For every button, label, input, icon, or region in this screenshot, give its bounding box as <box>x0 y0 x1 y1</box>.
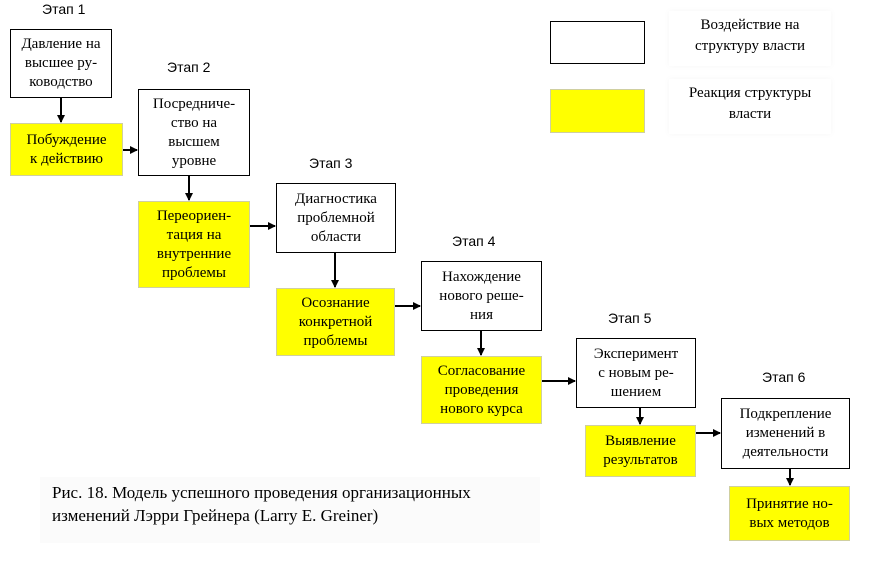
stage-3-action-box: Диагностика проблемной области <box>276 183 396 253</box>
stage-4-label: Этап 4 <box>452 233 496 249</box>
stage-4-action-text: Нахождение нового реше- ния <box>439 268 524 323</box>
stage-3-reaction-text: Осознание конкретной проблемы <box>298 294 373 349</box>
stage-6-action-text: Подкрепление изменений в деятельности <box>739 406 832 460</box>
stage-5-reaction-text: Выявление результатов <box>603 433 678 468</box>
stage-6-action-box: Подкрепление изменений в деятельности <box>721 398 850 469</box>
stage-1-reaction-box: Побуждение к действию <box>10 123 123 176</box>
stage-3-action-text: Диагностика проблемной области <box>295 190 377 245</box>
stage-5-label: Этап 5 <box>608 310 652 326</box>
stage-1-action-text: Давление на высшее ру- ководство <box>21 36 101 90</box>
stage-1-reaction-text: Побуждение к действию <box>26 131 107 167</box>
stage-5-action-text: Эксперимент с новым ре- шением <box>593 345 679 400</box>
stage-6-reaction-box: Принятие но- вых методов <box>729 486 850 541</box>
legend-reaction-label: Реакция структуры власти <box>669 79 831 134</box>
stage-3-reaction-box: Осознание конкретной проблемы <box>276 288 395 356</box>
stage-2-action-box: Посредниче- ство на высшем уровне <box>138 89 250 176</box>
stage-5-action-box: Эксперимент с новым ре- шением <box>576 338 696 408</box>
legend-action-label: Воздействие на структуру власти <box>669 11 831 66</box>
figure-caption: Рис. 18. Модель успешного проведения орг… <box>40 477 540 543</box>
stage-1-action-box: Давление на высшее ру- ководство <box>10 29 112 98</box>
stage-5-reaction-box: Выявление результатов <box>585 425 696 477</box>
stage-4-reaction-box: Согласование проведения нового курса <box>421 356 542 424</box>
stage-2-reaction-box: Переориен- тация на внутренние проблемы <box>138 201 250 288</box>
stage-2-label: Этап 2 <box>167 59 211 75</box>
stage-2-reaction-text: Переориен- тация на внутренние проблемы <box>156 207 232 281</box>
stage-4-action-box: Нахождение нового реше- ния <box>421 261 542 331</box>
legend-action-swatch <box>550 21 645 64</box>
stage-1-label: Этап 1 <box>42 1 86 17</box>
stage-6-reaction-text: Принятие но- вых методов <box>746 495 833 531</box>
stage-2-action-text: Посредниче- ство на высшем уровне <box>152 95 236 169</box>
stage-6-label: Этап 6 <box>762 369 806 385</box>
stage-4-reaction-text: Согласование проведения нового курса <box>437 362 526 417</box>
legend-reaction-swatch <box>550 89 645 133</box>
stage-3-label: Этап 3 <box>309 155 353 171</box>
